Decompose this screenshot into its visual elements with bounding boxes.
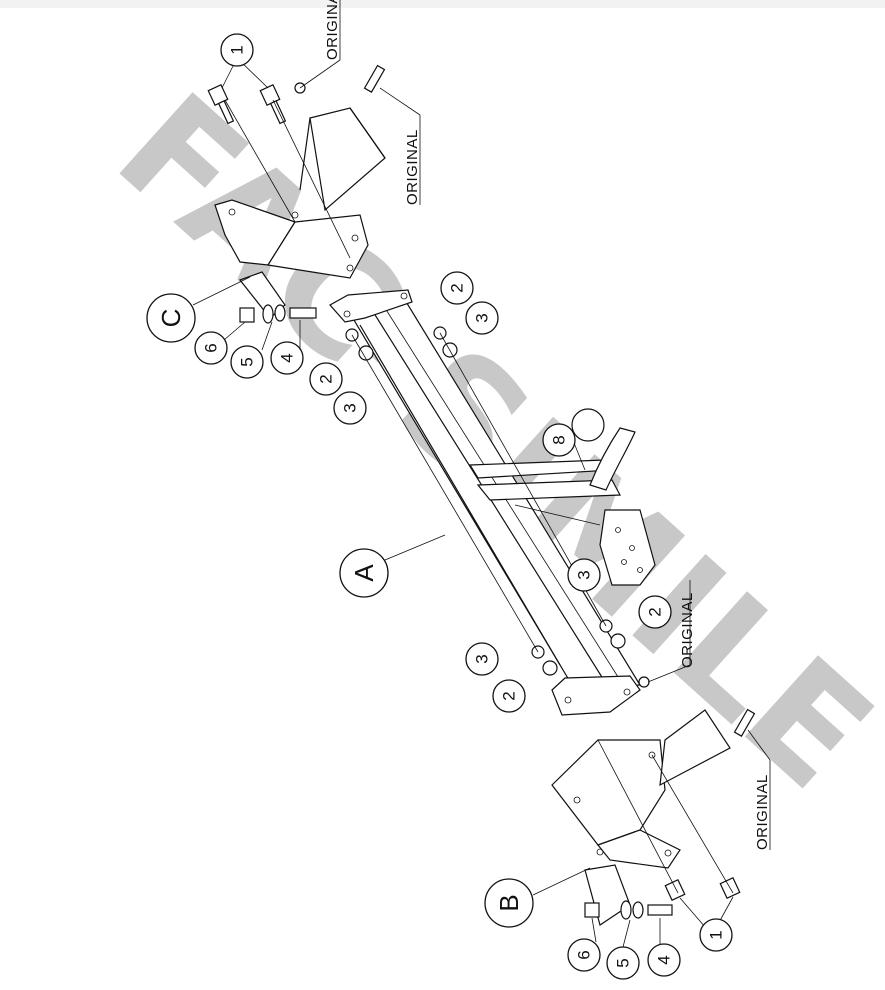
leader-6-top [223, 321, 246, 341]
callout-4-bottom: 4 [647, 943, 681, 977]
callout-1-bottom: 1 [699, 918, 733, 952]
callout-number: 4 [278, 353, 297, 362]
tow-ball-assembly [468, 408, 656, 586]
callout-number: 2 [646, 607, 665, 616]
leader-6-bottom [591, 917, 597, 943]
callout-3-lower-left: 3 [465, 642, 499, 676]
original-labels: ORIGINAL ORIGINAL ORIGINAL ORIGINAL [324, 0, 771, 850]
callout-label: C [156, 309, 186, 328]
callout-number: 1 [707, 930, 726, 939]
callout-3-upper-right: 3 [465, 301, 499, 335]
callout-label: A [349, 564, 379, 582]
callout-2-lower-right: 2 [638, 595, 672, 629]
top-strip [0, 0, 885, 8]
callout-5-bottom: 5 [606, 946, 640, 980]
callout-number: 2 [500, 691, 519, 700]
callout-part-c: C [146, 293, 196, 343]
callout-number: 3 [341, 403, 360, 412]
callout-8: 8 [542, 423, 576, 457]
original-label-bottom-right: ORIGINAL [754, 774, 771, 850]
callout-4-top: 4 [270, 341, 304, 375]
callout-6-top: 6 [194, 331, 228, 365]
callout-number: 3 [473, 654, 492, 663]
leader-5-bottom [622, 919, 631, 948]
callout-number: 8 [550, 435, 569, 444]
original-label-upper-right: ORIGINAL [404, 129, 421, 205]
callout-number: 5 [238, 357, 257, 366]
callout-3-lower-right: 3 [567, 558, 601, 592]
leader-5-top [261, 321, 273, 351]
callout-part-a: A [339, 548, 389, 598]
callout-number: 3 [575, 570, 594, 579]
bracket-b [551, 709, 731, 926]
callout-1-top: 1 [220, 33, 254, 67]
callout-5-top: 5 [230, 345, 264, 379]
callout-number: 2 [317, 374, 336, 383]
leader-lines [192, 0, 771, 936]
callout-2-upper-right: 2 [440, 271, 474, 305]
callout-3-upper-left: 3 [333, 391, 367, 425]
callout-number: 4 [655, 955, 674, 964]
original-label-top: ORIGINAL [324, 0, 341, 60]
original-label-middle-right: ORIGINAL [679, 592, 696, 668]
callout-number: 2 [448, 283, 467, 292]
bracket-c [214, 107, 386, 319]
callout-number: 6 [575, 950, 594, 959]
callout-2-upper-left: 2 [309, 362, 343, 396]
callout-number: 3 [473, 313, 492, 322]
callout-6-bottom: 6 [567, 938, 601, 972]
callout-number: 6 [202, 343, 221, 352]
callout-2-lower-left: 2 [492, 679, 526, 713]
callout-number: 1 [228, 45, 247, 54]
callout-label: B [494, 894, 524, 911]
callout-part-b: B [484, 878, 534, 928]
callout-number: 5 [614, 958, 633, 967]
